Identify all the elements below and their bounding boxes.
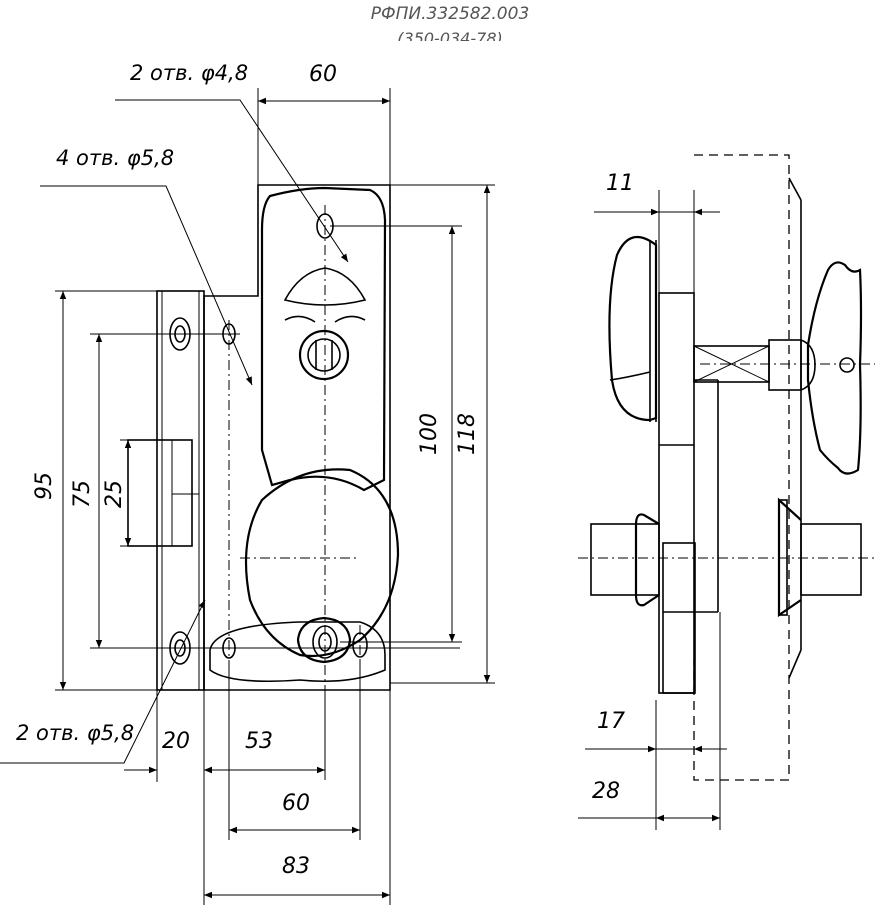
callout-holes-side: 4 отв. φ5,8 <box>56 146 174 170</box>
indicator-window <box>283 267 367 306</box>
knob <box>244 468 400 658</box>
dim-label-60-bottom: 60 <box>282 791 310 816</box>
bracket-plate <box>156 290 205 691</box>
dim-label-20: 20 <box>162 729 190 754</box>
escutcheon <box>260 186 387 492</box>
dim-label-17: 17 <box>597 709 625 734</box>
dim-label-95: 95 <box>32 472 57 500</box>
dim-label-11: 11 <box>606 171 634 196</box>
spindle-boss <box>298 329 350 381</box>
callout-holes-top: 2 отв. φ4,8 <box>130 61 248 85</box>
side-lower-shaft-right <box>800 523 862 596</box>
dim-label-60-top: 60 <box>309 62 337 87</box>
drawing-code-sub: (350-034-78) <box>397 29 502 48</box>
bottom-plate <box>209 621 386 683</box>
front-view <box>0 88 495 905</box>
mount-holes <box>169 213 368 665</box>
dim-label-83: 83 <box>282 854 310 879</box>
side-lower-shaft-left <box>590 523 660 596</box>
callout-holes-bottom: 2 отв. φ5,8 <box>16 721 134 745</box>
dim-label-28: 28 <box>592 779 620 804</box>
dim-label-118: 118 <box>455 413 480 455</box>
dim-label-53: 53 <box>245 729 273 754</box>
dim-label-100: 100 <box>417 413 442 455</box>
dim-label-25: 25 <box>102 480 127 508</box>
latch-tongue <box>127 439 193 547</box>
lock-body <box>203 184 391 691</box>
side-knob-left <box>608 235 658 422</box>
dim-label-75: 75 <box>70 480 95 508</box>
drawing-code: РФПИ.332582.003 <box>371 4 530 24</box>
side-view <box>578 154 875 830</box>
side-plate <box>658 292 695 694</box>
side-knob-right <box>806 261 863 475</box>
